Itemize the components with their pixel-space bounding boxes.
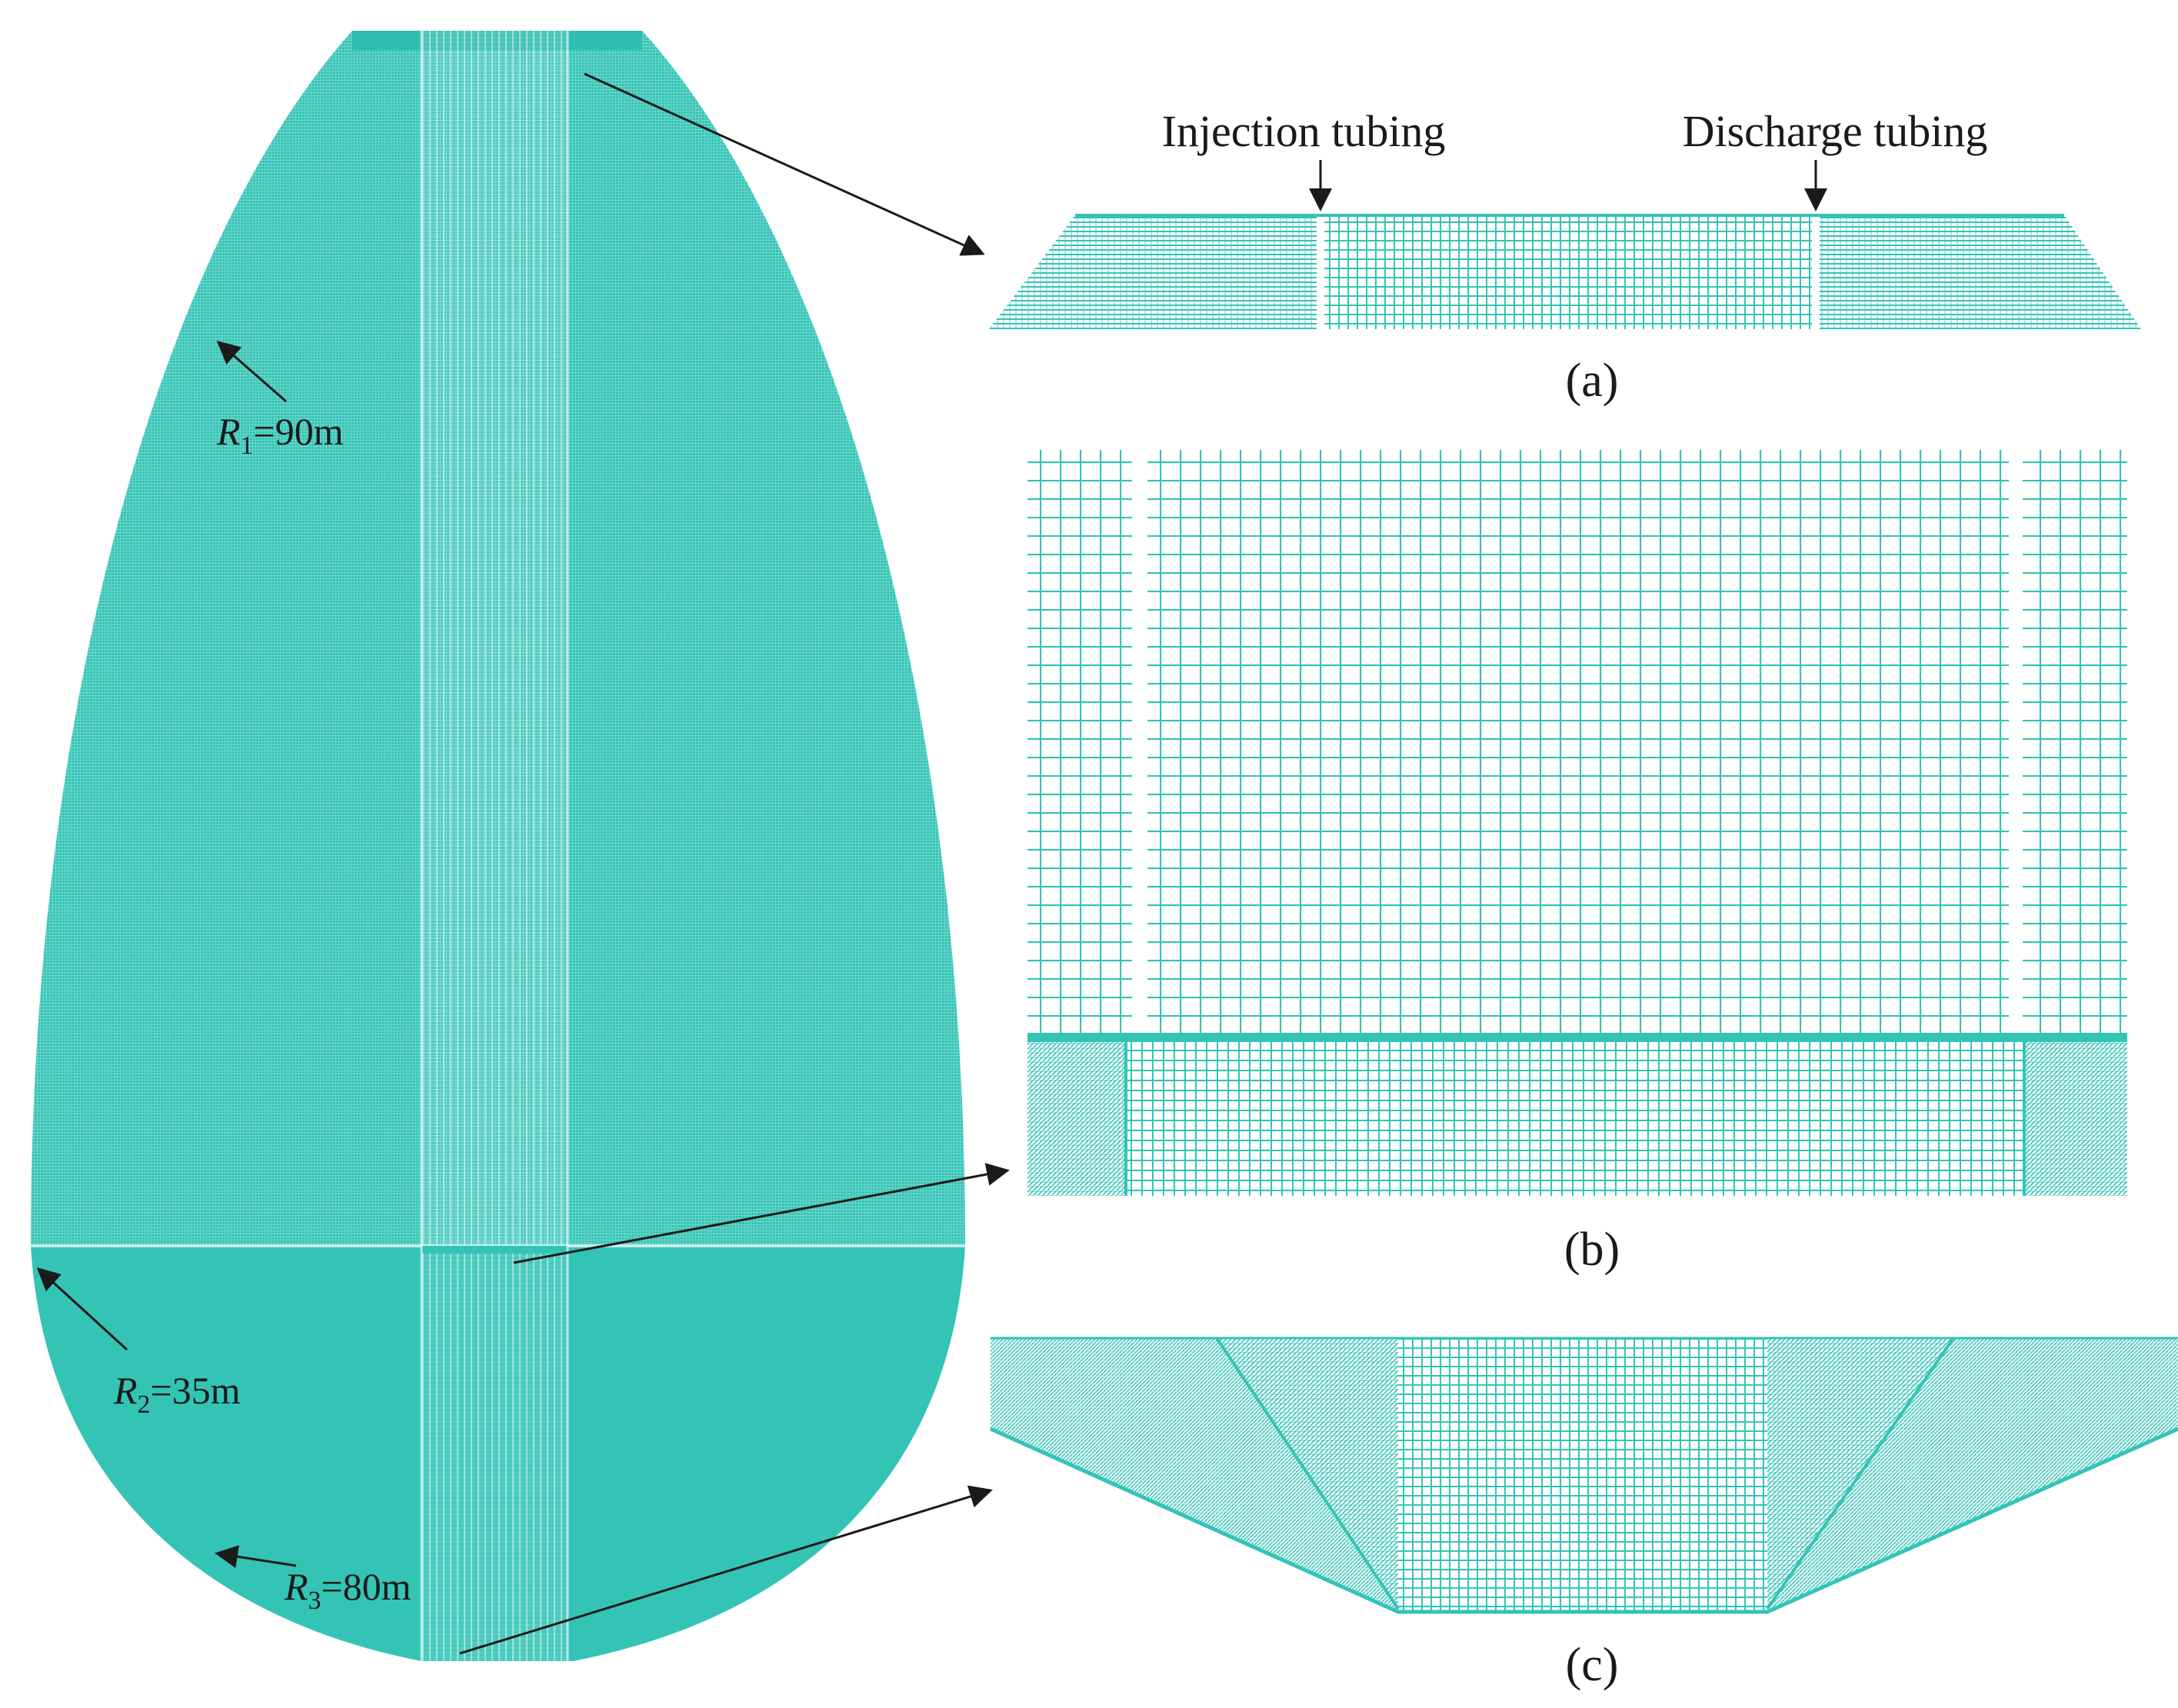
panel-b-lower-left	[1027, 1042, 1126, 1196]
panel-c-bottom-edge	[989, 1427, 2178, 1614]
panel-c-caption: (c)	[1566, 1639, 1619, 1691]
panel-a-center	[1324, 215, 1812, 329]
discharge-tubing-label: Discharge tubing	[1683, 106, 1988, 156]
panel-b-left-strip	[1027, 450, 1132, 1033]
r1-label: R1=90m	[216, 410, 344, 460]
central-column-upper	[421, 31, 568, 1246]
leader-to-panel-c	[459, 1485, 993, 1655]
panel-c-right-diagonal	[1766, 1337, 1955, 1610]
column-junction	[421, 1246, 568, 1254]
panel-c-left-outer	[991, 1338, 1398, 1613]
panel-a-injection-gap	[1317, 214, 1324, 331]
panel-a: Injection tubing Discharge tubing (a)	[989, 106, 2141, 407]
zoom-leaders	[459, 72, 1010, 1655]
panel-b-right-gap	[2009, 450, 2023, 1033]
panel-a-discharge-gap	[1812, 214, 1820, 331]
r3-label: R3=80m	[284, 1565, 411, 1615]
leader-to-panel-b	[513, 1163, 1010, 1264]
panel-b-left-gap	[1132, 450, 1147, 1033]
panel-a-right-wedge	[1820, 215, 2141, 329]
panel-c-left-diagonal	[1215, 1337, 1400, 1610]
panel-b-caption: (b)	[1564, 1224, 1620, 1276]
panel-b-main-grid	[1147, 450, 2009, 1033]
panel-b: (b)	[1027, 450, 2127, 1276]
panel-b-lower-right	[2024, 1042, 2127, 1196]
panel-b-lower-center	[1126, 1042, 2024, 1196]
panel-a-left-wedge	[989, 215, 1317, 329]
panel-c: (c)	[989, 1337, 2178, 1691]
leader-to-panel-a	[584, 72, 985, 256]
panel-b-divider	[1027, 1033, 2127, 1042]
r2-label: R2=35m	[113, 1369, 241, 1419]
panel-c-right-outer	[1767, 1338, 2178, 1613]
panel-b-right-strip	[2023, 450, 2127, 1033]
panel-c-center	[1398, 1338, 1767, 1612]
injection-tubing-label: Injection tubing	[1162, 106, 1446, 156]
main-cavern-mesh	[31, 31, 965, 1661]
central-column-lower	[421, 1254, 568, 1661]
panel-a-caption: (a)	[1566, 355, 1619, 407]
r1-arrow	[216, 341, 287, 403]
r2-arrow	[36, 1267, 128, 1351]
radius-annotations: R1=90m R2=35m R3=80m	[36, 341, 411, 1615]
r3-arrow	[215, 1545, 297, 1568]
